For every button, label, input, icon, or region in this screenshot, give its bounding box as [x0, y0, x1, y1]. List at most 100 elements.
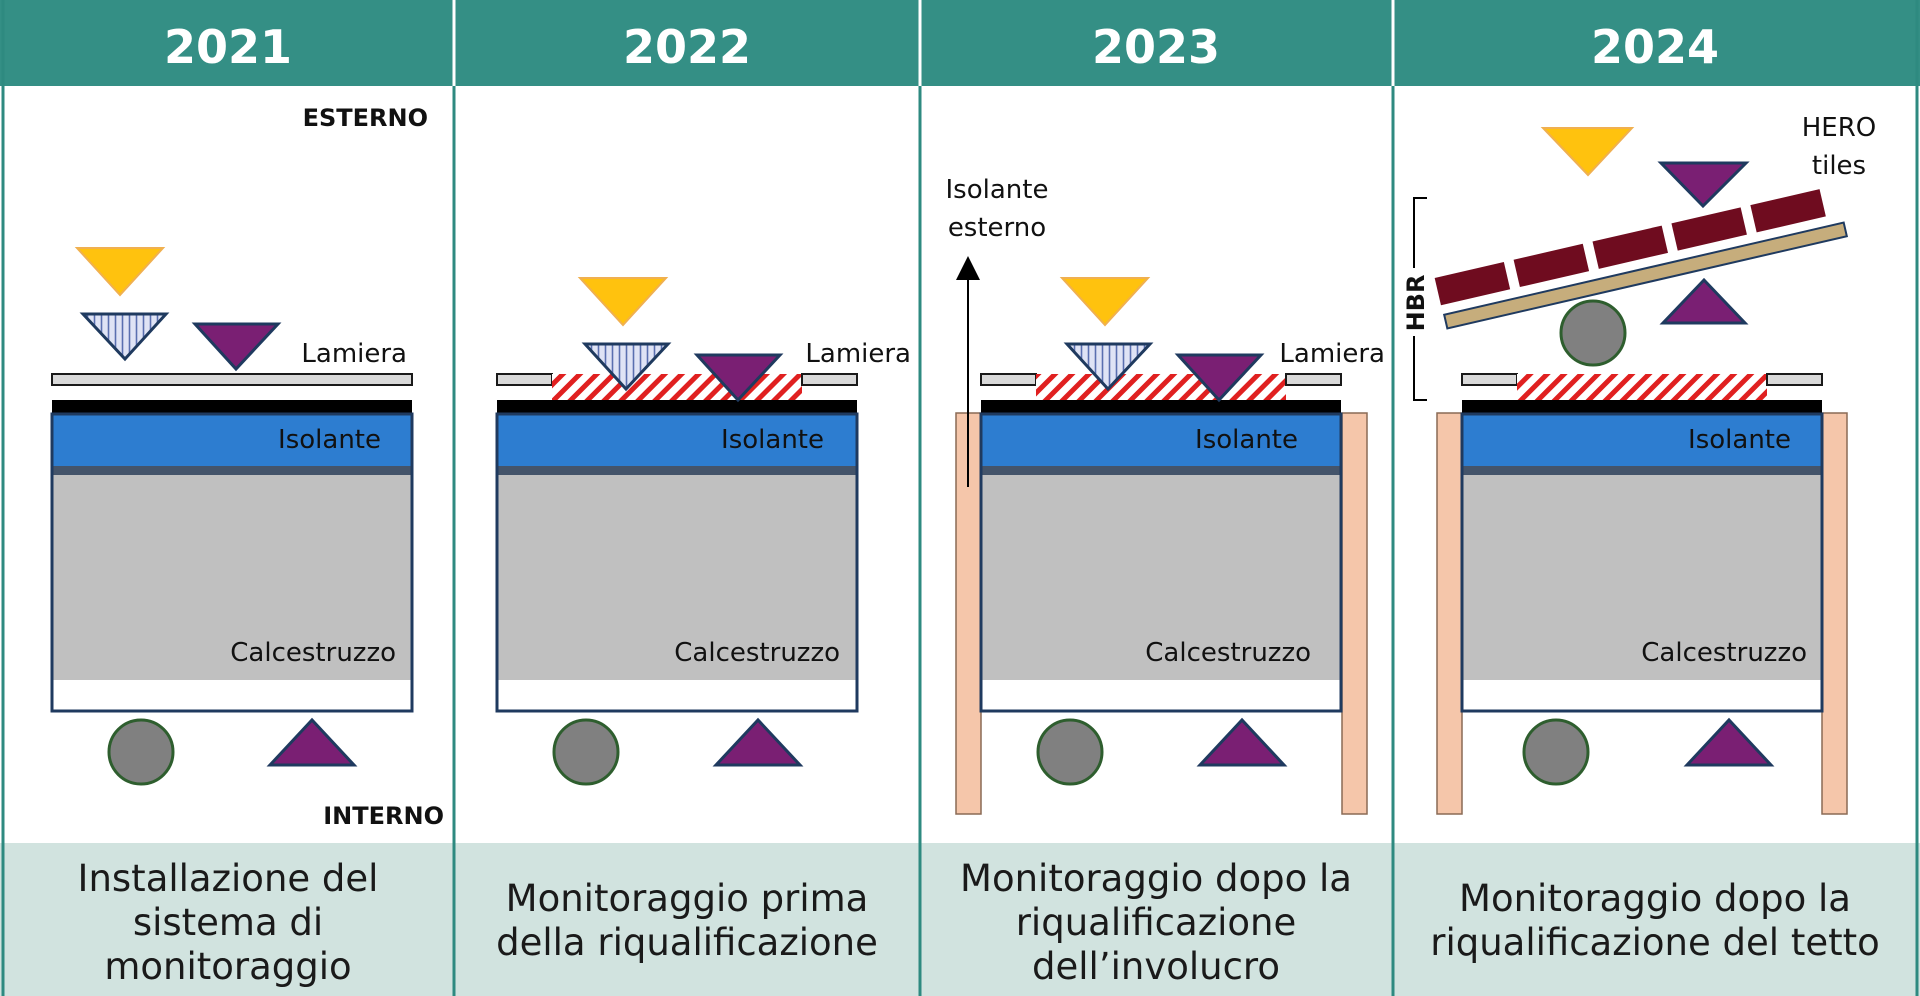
- header-band: [0, 0, 1920, 86]
- caption-2021-line1: Installazione del: [78, 857, 379, 900]
- isolante-label-2024: Isolante: [1688, 425, 1791, 455]
- striped-sensor-triangle: [79, 312, 170, 362]
- calcestruzzo-label-2022: Calcestruzzo: [674, 638, 840, 668]
- isolante-esterno-line2: esterno: [948, 213, 1046, 243]
- purple-sensor-triangle-under-roof: [1659, 277, 1749, 325]
- caption-band: [0, 843, 1920, 996]
- membrane: [1462, 400, 1822, 414]
- membrane: [497, 400, 857, 414]
- external-insulation-right: [1821, 412, 1848, 815]
- insulation-layer: [1462, 414, 1822, 466]
- hero-tile: [1592, 225, 1668, 269]
- wall-section-2022: [495, 277, 859, 786]
- grey-sensor-circle-roof: [1559, 299, 1627, 367]
- hero-tile: [1671, 207, 1747, 251]
- hbr-label: HBR: [1402, 275, 1430, 332]
- concrete-layer: [497, 475, 857, 680]
- wall-outline: [50, 412, 414, 713]
- purple-sensor-triangle: [1174, 353, 1265, 403]
- caption-2023-line1: Monitoraggio dopo la: [960, 857, 1352, 900]
- plaster-layer: [1462, 680, 1822, 711]
- insulation-layer: [981, 414, 1341, 466]
- hero-tile: [1750, 189, 1826, 233]
- year-2024: 2024: [1591, 20, 1719, 74]
- vapor-layer: [981, 466, 1341, 475]
- caption-2021-line2: sistema di: [133, 901, 323, 944]
- isolante-esterno-line1: Isolante: [946, 175, 1049, 205]
- year-2023: 2023: [1092, 20, 1220, 74]
- concrete-layer: [1462, 475, 1822, 680]
- hero-roof-assembly: [1434, 189, 1849, 330]
- hero-tiles-line2: tiles: [1812, 151, 1866, 181]
- year-2021: 2021: [164, 20, 292, 74]
- yellow-sensor-triangle: [1540, 127, 1635, 177]
- external-insulation-right: [1341, 412, 1368, 815]
- caption-2022-line2: della riqualificazione: [496, 921, 878, 964]
- membrane: [981, 400, 1341, 414]
- caption-2023-line3: dell’involucro: [1032, 945, 1280, 988]
- header-separators: [452, 0, 1395, 86]
- purple-sensor-triangle: [693, 353, 784, 403]
- calcestruzzo-label-2024: Calcestruzzo: [1641, 638, 1807, 668]
- plaster-layer: [497, 680, 857, 711]
- wall-section-2021: [50, 247, 414, 786]
- caption-2022-line1: Monitoraggio prima: [506, 877, 869, 920]
- lamiera-label-2023: Lamiera: [1279, 339, 1385, 369]
- metal-sheet-left: [1461, 373, 1518, 386]
- hbr-label-bg: [1400, 268, 1432, 336]
- caption-2023-line2: riqualificazione: [1016, 901, 1297, 944]
- purple-sensor-triangle-up: [1196, 717, 1288, 767]
- calcestruzzo-label-2021: Calcestruzzo: [230, 638, 396, 668]
- roof-board: [1442, 221, 1849, 330]
- grey-sensor-circle: [107, 718, 175, 786]
- hero-tiles-line1: HERO: [1802, 113, 1877, 143]
- wall-outline: [979, 412, 1343, 713]
- year-2022: 2022: [623, 20, 751, 74]
- hatched-layer: [552, 374, 802, 400]
- insulation-layer: [52, 414, 412, 466]
- isolante-label-2022: Isolante: [721, 425, 824, 455]
- interno-label: INTERNO: [323, 802, 444, 830]
- purple-sensor-triangle-up: [712, 717, 804, 767]
- grey-sensor-circle: [552, 718, 620, 786]
- yellow-sensor-triangle: [577, 277, 669, 327]
- wall-section-2024: [1413, 127, 1849, 815]
- caption-2024-line2: riqualificazione del tetto: [1430, 921, 1880, 964]
- grey-sensor-circle: [1522, 718, 1590, 786]
- caption-2021-line3: monitoraggio: [104, 945, 351, 988]
- purple-sensor-triangle-up: [266, 717, 358, 767]
- caption-2024-line1: Monitoraggio dopo la: [1459, 877, 1851, 920]
- purple-sensor-triangle: [191, 322, 282, 372]
- purple-sensor-triangle-top: [1657, 161, 1750, 209]
- wall-section-2023: [955, 256, 1368, 815]
- plaster-layer: [52, 680, 412, 711]
- striped-sensor-triangle: [581, 342, 672, 392]
- hatched-layer: [1517, 374, 1767, 400]
- hero-tile: [1434, 262, 1511, 306]
- vapor-layer: [497, 466, 857, 475]
- yellow-sensor-triangle: [1059, 277, 1151, 327]
- plaster-layer: [981, 680, 1341, 711]
- insulation-layer: [497, 414, 857, 466]
- membrane: [52, 400, 412, 414]
- metal-sheet-right: [1766, 373, 1823, 386]
- grey-sensor-circle: [1036, 718, 1104, 786]
- metal-sheet-left: [980, 373, 1037, 386]
- isolante-label-2021: Isolante: [278, 425, 381, 455]
- lamiera-label-2021: Lamiera: [301, 339, 407, 369]
- hero-tile: [1513, 243, 1590, 288]
- vapor-layer: [1462, 466, 1822, 475]
- wall-outline: [495, 412, 859, 713]
- concrete-layer: [52, 475, 412, 680]
- lamiera-label-2022: Lamiera: [805, 339, 911, 369]
- vapor-layer: [52, 466, 412, 475]
- calcestruzzo-label-2023: Calcestruzzo: [1145, 638, 1311, 668]
- metal-sheet-right: [801, 373, 858, 386]
- purple-sensor-triangle-up: [1683, 717, 1775, 767]
- isolante-label-2023: Isolante: [1195, 425, 1298, 455]
- hatched-layer: [1036, 374, 1286, 400]
- esterno-label: ESTERNO: [303, 104, 428, 132]
